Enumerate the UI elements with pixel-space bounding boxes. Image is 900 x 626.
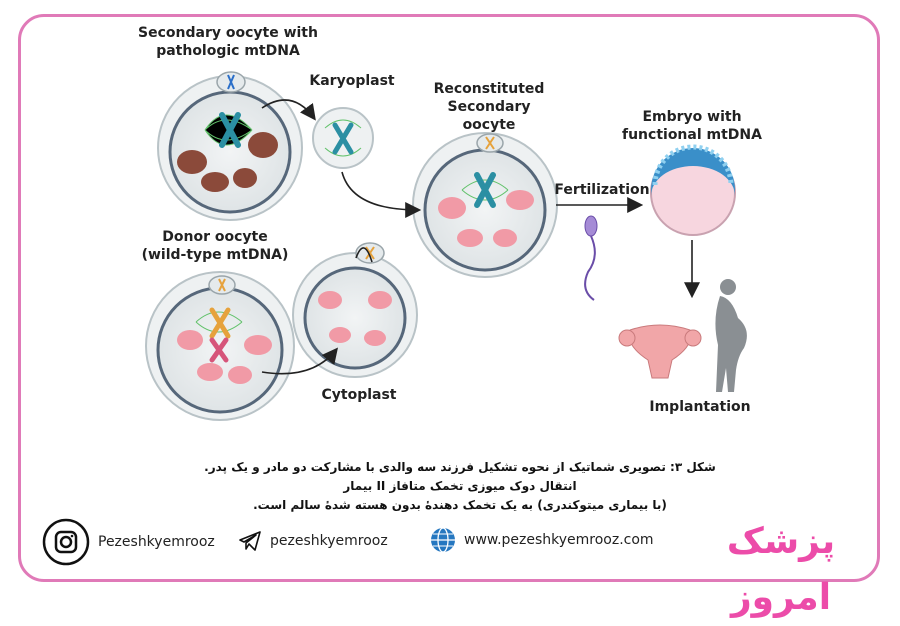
donor-oocyte <box>145 271 295 421</box>
globe-icon <box>431 527 455 553</box>
diagram-canvas <box>145 71 747 421</box>
caption-line-1: شکل ۳: تصویری شماتیک از نحوه تشکیل فرزند… <box>204 460 716 493</box>
caption-line-2: (با بیماری میتوکندری) به یک تخمک دهندهٔ … <box>253 498 667 512</box>
telegram-icon <box>239 531 261 551</box>
label-karyoplast: Karyoplast <box>309 73 395 89</box>
uterus <box>618 324 702 379</box>
brand-logo: پزشک امروز <box>726 521 836 618</box>
pregnant-silhouette <box>715 279 747 392</box>
embryo <box>650 144 736 236</box>
pathologic-oocyte <box>157 71 303 221</box>
label-cytoplast: Cytoplast <box>321 387 397 403</box>
website-url: www.pezeshkyemrooz.com <box>464 532 654 548</box>
caption: شکل ۳: تصویری شماتیک از نحوه تشکیل فرزند… <box>200 458 720 515</box>
reconstituted-oocyte <box>412 132 558 278</box>
label-reconstituted: Reconstituted Secondary oocyte <box>433 81 545 133</box>
label-embryo: Embryo with functional mtDNA <box>622 109 762 143</box>
label-fertilization: Fertilization <box>554 182 650 198</box>
label-secondary-oocyte: Secondary oocyte with pathologic mtDNA <box>138 25 318 59</box>
arrows <box>261 99 700 375</box>
cytoplast <box>292 242 418 378</box>
footer-website[interactable]: www.pezeshkyemrooz.com <box>430 527 654 553</box>
footer-telegram[interactable]: pezeshkyemrooz <box>238 529 388 553</box>
label-donor: Donor oocyte (wild-type mtDNA) <box>141 229 289 263</box>
instagram-handle: Pezeshkyemrooz <box>98 534 215 550</box>
footer-instagram[interactable]: Pezeshkyemrooz <box>42 518 215 566</box>
karyoplast <box>312 107 374 169</box>
label-implantation: Implantation <box>649 399 751 415</box>
sperm <box>584 215 598 301</box>
page-frame <box>18 14 880 582</box>
telegram-handle: pezeshkyemrooz <box>270 533 388 549</box>
instagram-icon <box>42 518 90 566</box>
